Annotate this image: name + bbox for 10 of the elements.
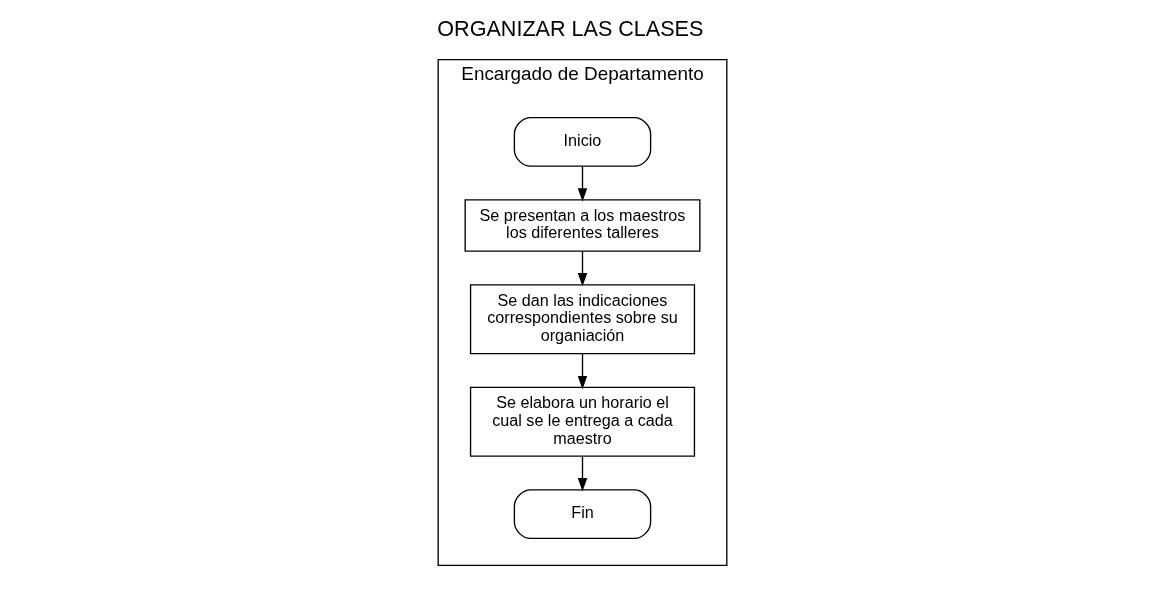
node-box: Se presentan a los maestros los diferentes talleres [464,199,701,252]
diagram-title: ORGANIZAR LAS CLASES [437,16,704,42]
node-box: Fin [513,489,652,540]
arrow [577,250,588,287]
arrow [577,353,588,390]
arrow [577,455,588,492]
node-box: Inicio [513,116,652,167]
node-box: Se dan las indicaciones correspondientes sobre su organiación [469,284,696,355]
arrow [577,165,588,202]
node-box: Se elabora un horario el cual se le entrega a cada maestro [469,386,696,457]
